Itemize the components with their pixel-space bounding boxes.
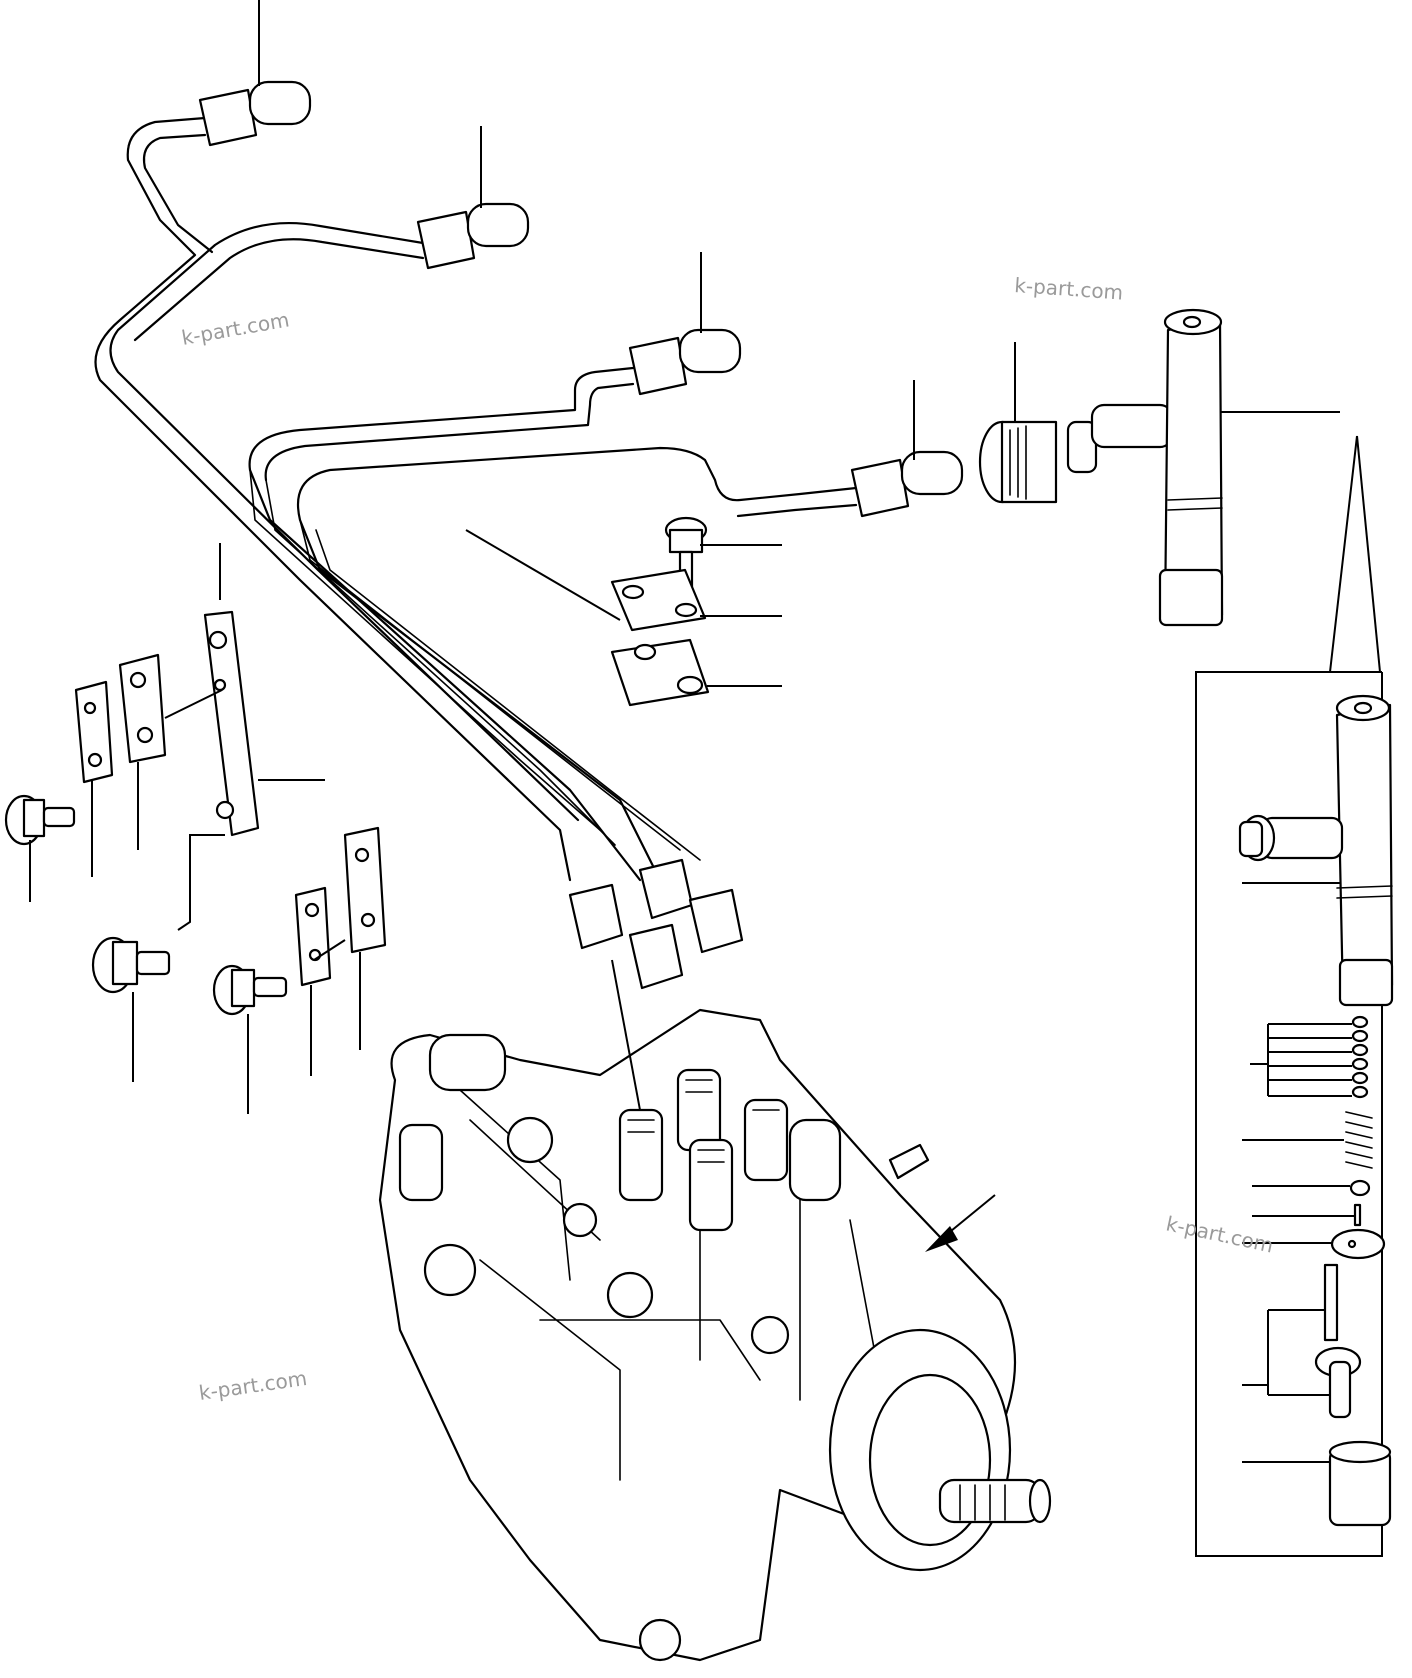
injector-main xyxy=(978,308,1224,627)
pipe-clamp-lower xyxy=(610,638,710,707)
watermark-bottom-left: k-part.com xyxy=(197,1366,308,1405)
pipe-clamp-upper xyxy=(610,568,707,632)
pump-pipe-nuts xyxy=(568,858,744,990)
watermark-top-right: k-part.com xyxy=(1014,273,1124,305)
clamp-left-lower-rubber xyxy=(343,826,387,954)
pipe-nut-3 xyxy=(628,328,742,396)
pipe-nut-4 xyxy=(850,450,964,518)
bolt-left-3 xyxy=(212,964,288,1016)
injector-exploded-view xyxy=(1195,435,1394,1557)
leader-lines xyxy=(29,0,1354,1463)
watermark-top-left: k-part.com xyxy=(180,307,291,350)
clamp-left-plate xyxy=(74,680,114,784)
fuel-injection-pump xyxy=(378,1008,1052,1662)
bolt-left-1 xyxy=(4,794,76,846)
pipe-nut-1 xyxy=(198,80,312,147)
pipe-bracket-plate xyxy=(203,610,260,837)
watermark-right: k-part.com xyxy=(1164,1211,1276,1257)
bolt-left-2 xyxy=(91,936,171,994)
clamp-left-lower-plate xyxy=(294,886,332,987)
pipe-nut-2 xyxy=(416,202,530,270)
fuel-pipe-set xyxy=(94,116,858,882)
clamp-left-rubber xyxy=(118,653,167,764)
